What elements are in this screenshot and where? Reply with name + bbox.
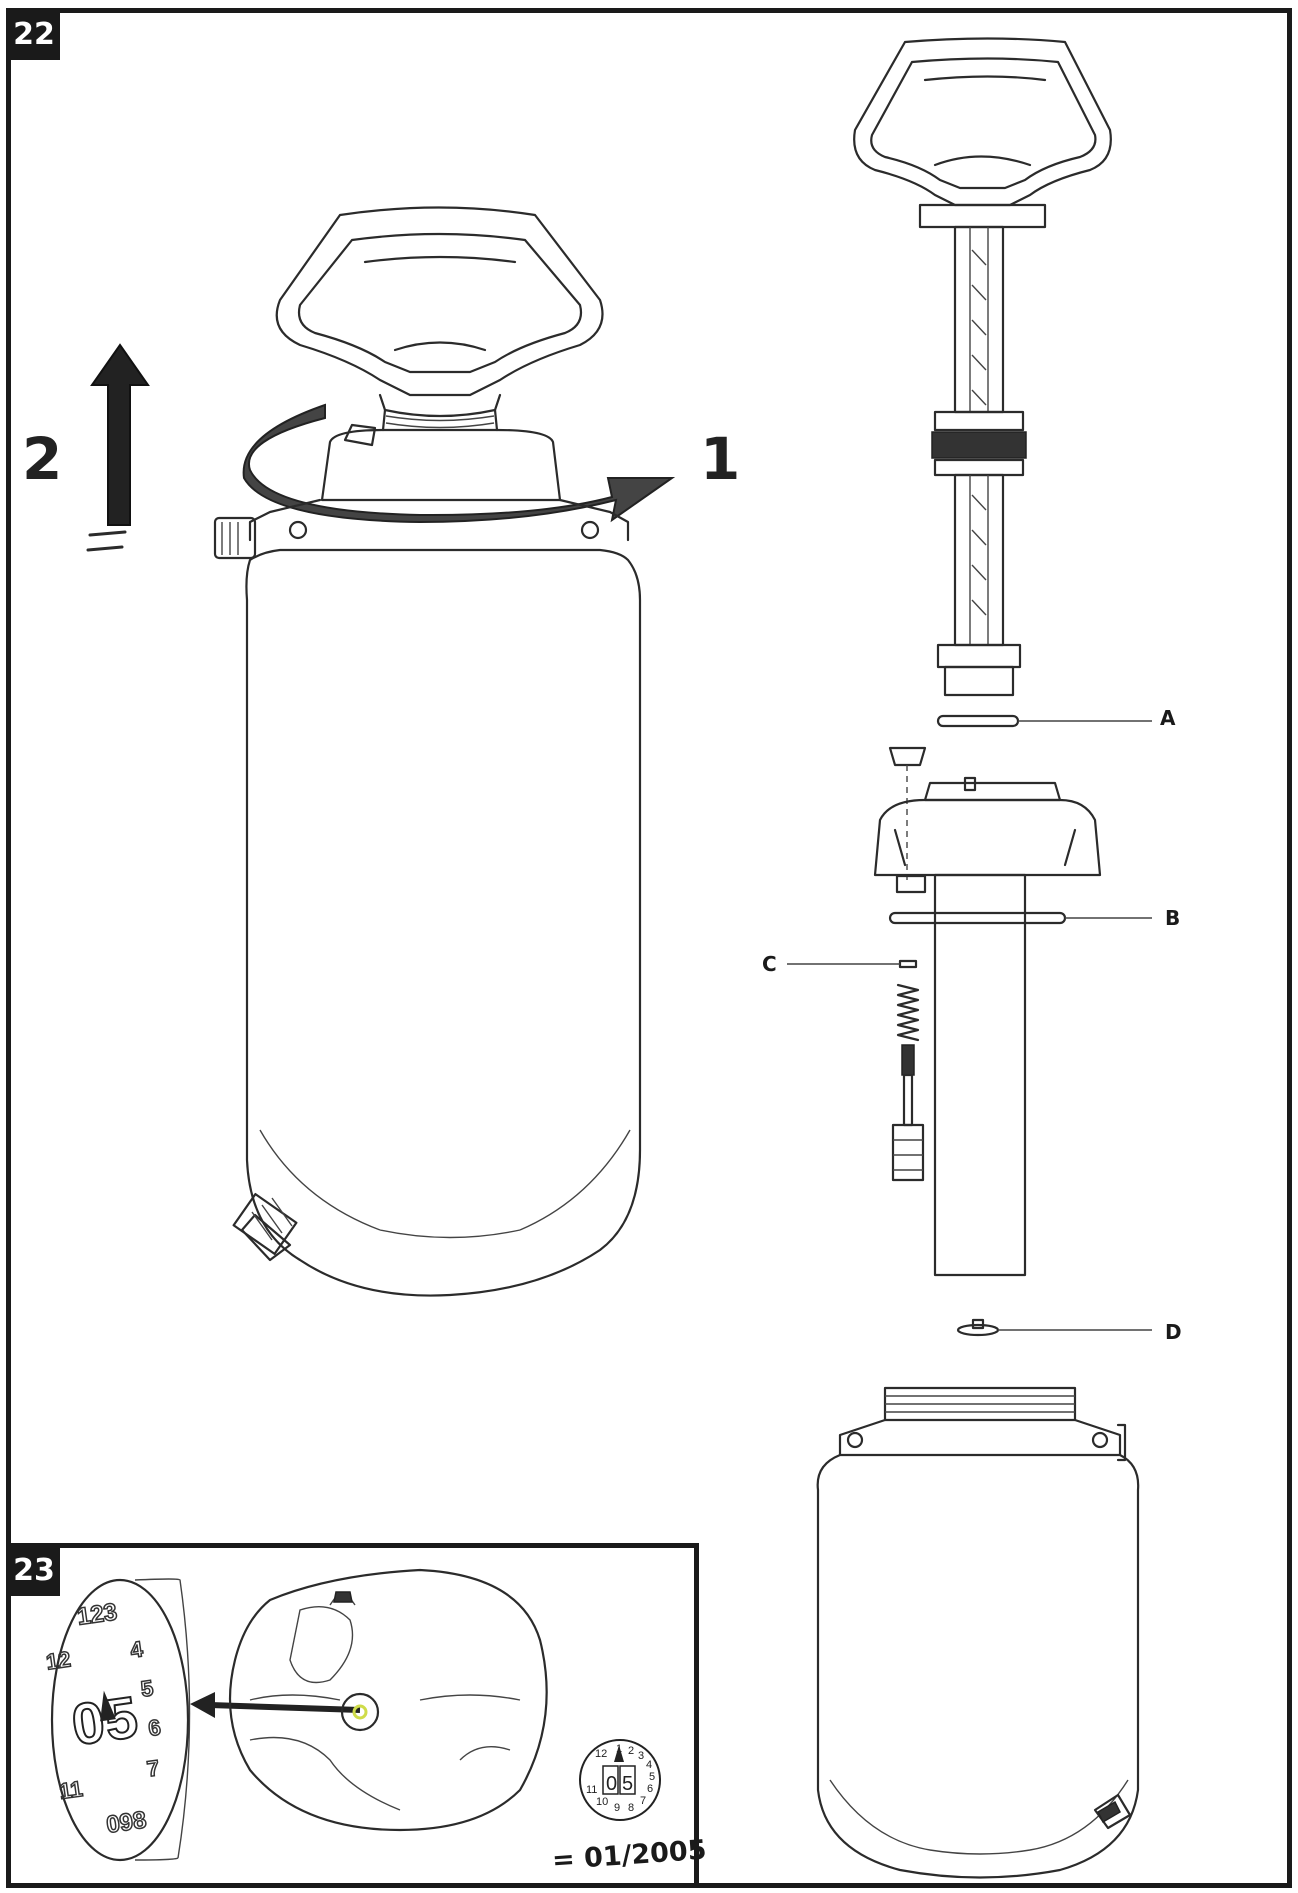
svg-text:2: 2: [628, 1745, 634, 1757]
callout-b: B: [1165, 906, 1181, 930]
svg-text:123: 123: [75, 1599, 118, 1631]
tank-shoulder: [248, 498, 630, 542]
magnified-date-dial: [50, 1578, 190, 1862]
step-1-label: 1: [700, 425, 741, 493]
svg-text:12: 12: [595, 1748, 607, 1760]
step-2-label: 2: [22, 425, 63, 493]
small-date-dial: 0 5 1 2 3 4 5 6 7 8 9 10 11 12: [579, 1739, 661, 1821]
part-a-o-ring: [936, 714, 1020, 728]
svg-text:7: 7: [145, 1755, 161, 1781]
svg-text:12: 12: [44, 1646, 72, 1674]
svg-text:10: 10: [596, 1796, 608, 1808]
svg-text:5: 5: [622, 1773, 633, 1795]
svg-text:5: 5: [139, 1675, 155, 1701]
exploded-handle: [853, 37, 1112, 229]
part-c-ball: [898, 959, 918, 969]
svg-text:6: 6: [647, 1783, 653, 1795]
tank-body: [245, 548, 642, 1297]
date-sticker-dot: [352, 1704, 368, 1720]
rotate-arrow: [242, 403, 676, 524]
svg-text:11: 11: [58, 1776, 85, 1804]
svg-text:11: 11: [586, 1784, 597, 1796]
svg-text:1: 1: [616, 1743, 622, 1755]
valve-spring: [896, 983, 920, 1042]
check-valve-cup: [888, 746, 927, 767]
pump-cylinder: [933, 873, 1027, 1277]
empty-tank: [816, 1386, 1140, 1879]
svg-text:7: 7: [640, 1795, 646, 1807]
hose-connector: [213, 516, 257, 560]
svg-text:8: 8: [628, 1802, 634, 1814]
callout-d: D: [1165, 1320, 1182, 1344]
cylinder-cap: [873, 776, 1102, 877]
svg-text:0: 0: [606, 1773, 617, 1795]
part-b-seal-ring: [888, 911, 1067, 925]
exploded-view: [787, 37, 1152, 1879]
callout-c: C: [762, 952, 777, 976]
piston-rod: [931, 225, 1027, 697]
svg-text:4: 4: [129, 1636, 145, 1663]
pump-cap: [320, 428, 562, 502]
svg-text:098: 098: [105, 1806, 148, 1838]
svg-text:3: 3: [638, 1750, 644, 1762]
callout-a: A: [1160, 706, 1176, 730]
svg-text:9: 9: [614, 1802, 620, 1814]
svg-text:6: 6: [147, 1715, 163, 1741]
date-code-inset: 0 5 123 4 5 6 7 098 12 11: [44, 1568, 661, 1862]
tank-bottom-view: [228, 1568, 548, 1832]
svg-text:5: 5: [649, 1771, 655, 1783]
svg-text:4: 4: [646, 1759, 652, 1771]
drain-valve: [232, 1192, 298, 1262]
assembled-sprayer: [86, 206, 676, 1297]
part-d-valve-disc: [956, 1318, 1000, 1337]
lift-arrow: [86, 343, 150, 552]
pump-handle: [275, 206, 604, 397]
pump-neck: [378, 393, 502, 418]
figure-23-badge: 23: [8, 1548, 60, 1596]
valve-stem: [891, 1044, 925, 1182]
figure-22-badge: 22: [8, 12, 60, 60]
